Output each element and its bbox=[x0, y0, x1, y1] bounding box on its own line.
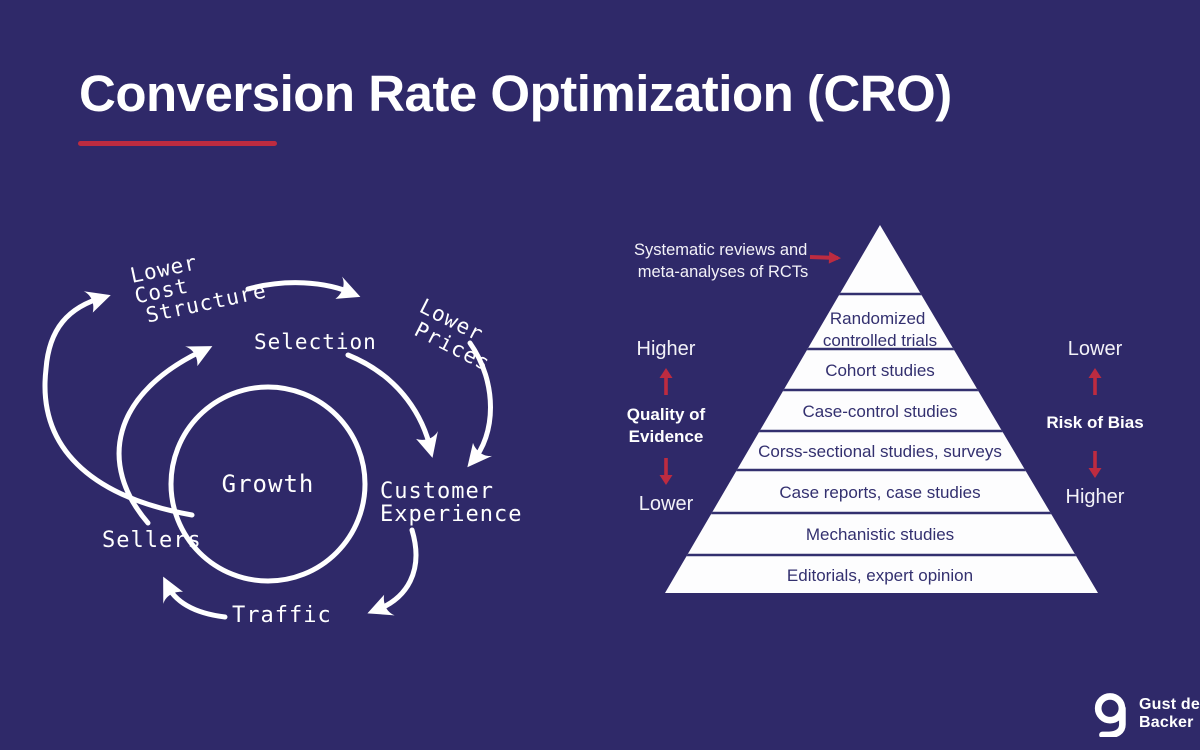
red-right-arrow-icon bbox=[809, 251, 841, 264]
flywheel-label-traffic: Traffic bbox=[232, 603, 332, 628]
page-title: Conversion Rate Optimization (CRO) bbox=[79, 65, 952, 122]
quality-of-evidence-axis: Higher Quality of Evidence Lower bbox=[596, 338, 736, 515]
red-up-arrow-icon bbox=[1088, 368, 1102, 395]
arrow-growth-to-selection bbox=[116, 346, 213, 526]
logo-wordmark: Gust de Backer bbox=[1139, 696, 1200, 731]
quality-axis-title: Quality of Evidence bbox=[626, 405, 706, 447]
arrow-customer-experience-to-traffic bbox=[367, 527, 419, 616]
red-down-arrow-icon bbox=[1088, 451, 1102, 479]
growth-flywheel-diagram: Lower Cost Structure Selection Lower Pri… bbox=[42, 237, 522, 628]
quality-axis-bottom-label: Lower bbox=[638, 492, 694, 515]
bias-axis-bottom-label: Higher bbox=[1065, 486, 1125, 509]
title-underline bbox=[78, 141, 277, 146]
arrow-traffic-to-sellers bbox=[163, 576, 228, 620]
arrow-structure-to-lower-prices bbox=[245, 276, 361, 299]
bias-axis-top-label: Lower bbox=[1067, 338, 1123, 360]
pyramid-level-cross-sectional-studies: Corss-sectional studies, surveys bbox=[758, 442, 1002, 461]
pyramid-level-cohort-studies: Cohort studies bbox=[825, 361, 935, 380]
arrow-lower-prices-to-customer-experience bbox=[467, 340, 493, 468]
pyramid-apex-label: Systematic reviews and meta-analyses of … bbox=[634, 241, 812, 281]
svg-text:Lower Cost Str: Lower Cost Structure bbox=[128, 237, 269, 329]
flywheel-label-sellers: Sellers bbox=[102, 528, 202, 553]
evidence-pyramid: Randomized controlled trials Cohort stud… bbox=[634, 225, 1098, 593]
flywheel-label-customer-experience: Customer Experience bbox=[380, 479, 522, 527]
brand-logo: Gust de Backer bbox=[1092, 691, 1200, 737]
quality-axis-top-label: Higher bbox=[636, 338, 696, 360]
pyramid-level-case-reports: Case reports, case studies bbox=[779, 483, 980, 502]
pyramid-level-case-control-studies: Case-control studies bbox=[803, 402, 958, 421]
risk-of-bias-axis: Lower Risk of Bias Higher bbox=[1025, 338, 1165, 508]
growth-circle bbox=[168, 384, 368, 584]
arrow-selection-to-customer-experience bbox=[345, 352, 438, 458]
flywheel-label-lower-cost-structure: Lower Cost Structure bbox=[128, 237, 269, 329]
flywheel-label-lower-prices: Lower Prices bbox=[405, 294, 505, 376]
pyramid-shape bbox=[665, 225, 1098, 593]
red-down-arrow-icon bbox=[659, 457, 673, 485]
flywheel-label-selection: Selection bbox=[254, 330, 377, 354]
logo-g-mark-icon bbox=[1094, 693, 1126, 737]
svg-text:Lower Prices: Lower Prices bbox=[405, 294, 505, 376]
pyramid-level-editorials-expert-opinion: Editorials, expert opinion bbox=[787, 566, 973, 585]
flywheel-label-growth: Growth bbox=[222, 470, 315, 498]
pyramid-level-randomized-controlled-trials: Randomized controlled trials bbox=[823, 309, 937, 350]
pyramid-level-mechanistic-studies: Mechanistic studies bbox=[806, 525, 954, 544]
red-up-arrow-icon bbox=[659, 368, 673, 395]
bias-axis-title: Risk of Bias bbox=[1046, 413, 1144, 432]
